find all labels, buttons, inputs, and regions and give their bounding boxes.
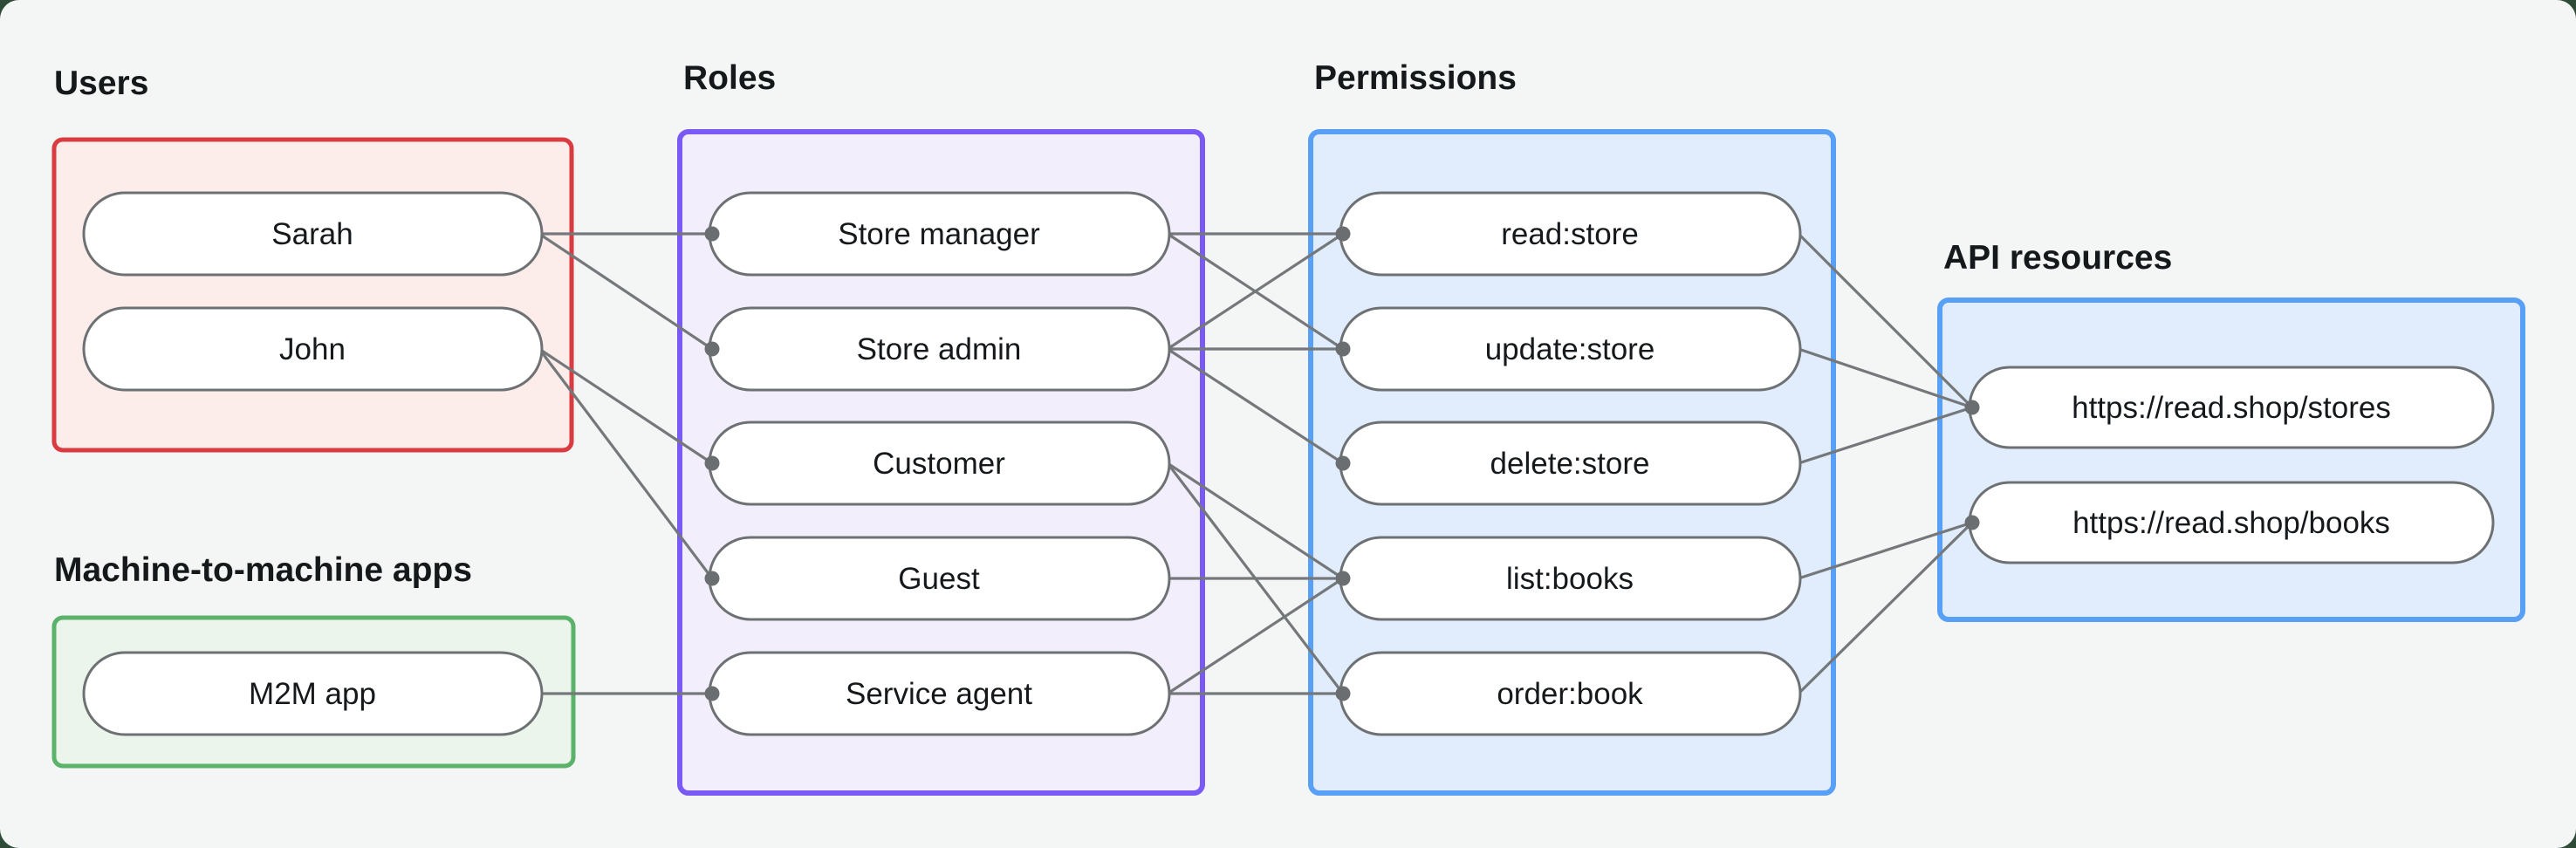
node-john-label: John [279, 332, 346, 366]
users-group-title: Users [54, 65, 148, 102]
edge-read-store-stores-api [1797, 232, 1974, 409]
edge-dot-guest [704, 571, 720, 586]
edge-dots-layer [704, 226, 1980, 701]
node-sarah-pill [82, 191, 544, 277]
edge-dot-read-store [1335, 226, 1351, 242]
node-api-stores-label: https://read.shop/stores [2072, 391, 2391, 425]
edge-dot-api-stores [1964, 400, 1980, 415]
edge-john-guest [538, 348, 714, 579]
node-john: John [82, 306, 544, 392]
node-order-book: order:book [1339, 651, 1802, 736]
node-store-admin-label: Store admin [857, 332, 1022, 366]
node-list-books-label: list:books [1506, 562, 1634, 596]
edge-customer-list-books [1167, 462, 1344, 580]
edge-dot-delete-store [1335, 455, 1351, 471]
edge-dot-update-store [1335, 341, 1351, 357]
node-sarah-label: Sarah [271, 217, 353, 251]
api-resources-group-title: API resources [1943, 239, 2172, 277]
node-store-admin: Store admin [708, 306, 1171, 392]
node-update-store-label: update:store [1485, 332, 1655, 366]
m2m-group-title: Machine-to-machine apps [54, 551, 472, 589]
node-m2m-app-pill [82, 651, 544, 736]
edge-order-book-books-api [1797, 521, 1974, 695]
node-john-pill [82, 306, 544, 392]
node-api-books-label: https://read.shop/books [2072, 506, 2390, 540]
node-api-stores: https://read.shop/stores [1968, 366, 2495, 449]
edge-update-store-stores-api [1798, 347, 1973, 409]
node-delete-store: delete:store [1339, 421, 1802, 506]
api-resources-group-box [1937, 297, 2525, 622]
edge-dot-service-agent [704, 686, 720, 701]
node-guest: Guest [708, 536, 1171, 621]
node-store-manager-label: Store manager [838, 217, 1040, 251]
edge-dot-customer [704, 455, 720, 471]
edge-john-customer [538, 347, 713, 465]
users-group-box [51, 137, 574, 453]
node-read-store: read:store [1339, 191, 1802, 277]
node-service-agent-label: Service agent [846, 677, 1032, 711]
node-customer: Customer [708, 421, 1171, 506]
edge-dot-order-book [1335, 686, 1351, 701]
edge-dot-store-admin [704, 341, 720, 357]
node-guest-label: Guest [898, 562, 980, 596]
edge-dot-api-books [1964, 515, 1980, 530]
node-m2m-app: M2M app [82, 651, 544, 736]
edge-delete-store-stores-api [1798, 406, 1973, 465]
roles-group-title: Roles [683, 59, 776, 97]
edge-dot-list-books [1335, 571, 1351, 586]
edge-store-admin-delete-store [1167, 347, 1344, 465]
node-list-books: list:books [1339, 536, 1802, 621]
node-store-manager: Store manager [708, 191, 1171, 277]
node-customer-label: Customer [873, 447, 1005, 481]
node-order-book-label: order:book [1497, 677, 1643, 711]
node-m2m-app-label: M2M app [249, 677, 376, 711]
node-sarah: Sarah [82, 191, 544, 277]
node-delete-store-label: delete:store [1490, 447, 1650, 481]
node-api-books: https://read.shop/books [1968, 481, 2495, 564]
edge-sarah-store-admin [538, 232, 713, 351]
node-update-store: update:store [1339, 306, 1802, 392]
node-service-agent: Service agent [708, 651, 1171, 736]
edges-layer [538, 232, 1974, 695]
edge-list-books-books-api [1798, 521, 1973, 580]
edge-store-admin-read-store [1167, 232, 1344, 351]
edge-service-agent-list-books [1167, 577, 1344, 695]
node-read-store-label: read:store [1501, 217, 1639, 251]
edge-dot-store-manager [704, 226, 720, 242]
permissions-group-title: Permissions [1314, 59, 1517, 97]
